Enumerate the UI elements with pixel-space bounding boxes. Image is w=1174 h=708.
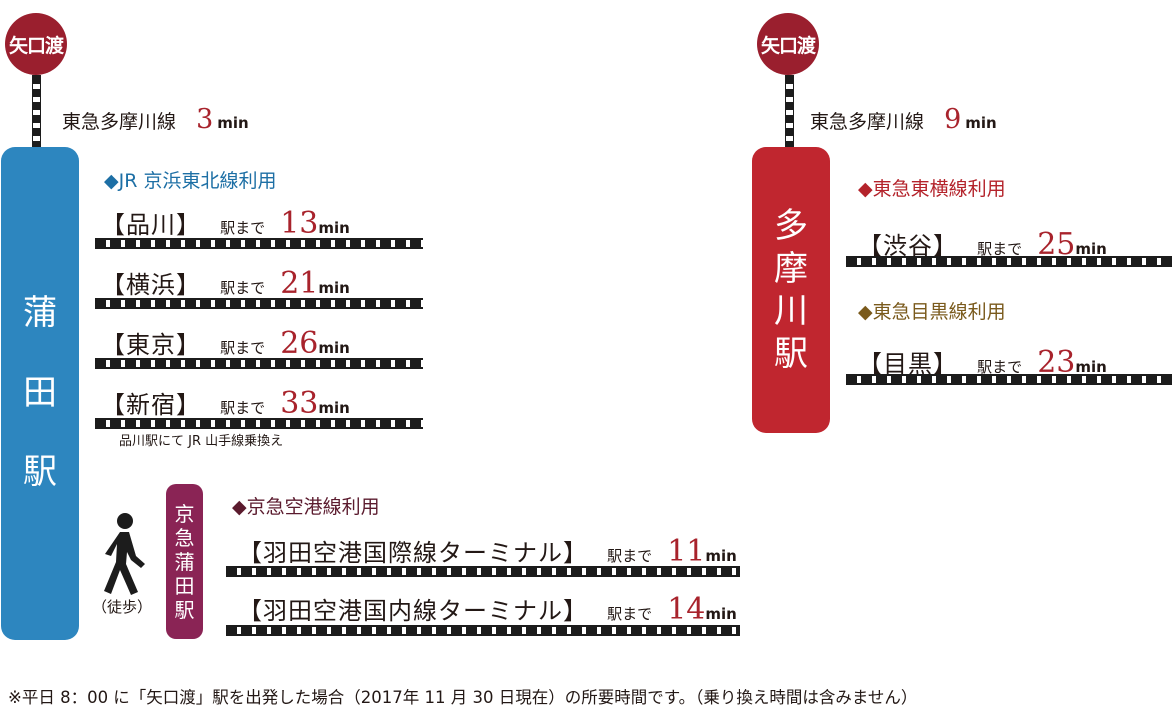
to-label: 駅まで	[220, 339, 266, 357]
origin-line-unit: min	[965, 114, 997, 132]
destination-label: 【東京】	[101, 331, 201, 359]
time-unit: min	[318, 339, 350, 357]
destination-label: 【品川】	[101, 211, 201, 239]
track-line	[95, 238, 423, 249]
to-label: 駅まで	[607, 547, 653, 565]
travel-time: 21	[280, 266, 319, 301]
track-line	[226, 566, 740, 577]
origin-badge-left: 矢口渡	[5, 13, 67, 75]
travel-time: 26	[280, 326, 319, 361]
time-unit: min	[1075, 358, 1107, 376]
destination-label: 【目黒】	[858, 350, 958, 378]
origin-badge-right-text: 矢口渡	[760, 34, 816, 57]
keikyu-airport-heading: ◆京急空港線利用	[232, 496, 380, 518]
time-unit: min	[318, 279, 350, 297]
keikyu-station-char: 駅	[174, 597, 195, 622]
route-row: 【羽田空港国際線ターミナル】 駅まで 11min	[238, 533, 737, 569]
keikyu-station-char: 急	[174, 525, 195, 550]
travel-time: 33	[280, 386, 319, 421]
origin-badge-right: 矢口渡	[757, 13, 819, 75]
travel-time: 13	[280, 206, 319, 241]
travel-time: 11	[667, 534, 706, 569]
to-label: 駅まで	[977, 240, 1023, 258]
time-unit: min	[705, 605, 737, 623]
to-label: 駅まで	[220, 399, 266, 417]
meguro-heading: ◆東急目黒線利用	[858, 301, 1006, 323]
to-label: 駅まで	[977, 358, 1023, 376]
keikyu-station-char: 京	[174, 501, 195, 526]
to-label: 駅まで	[220, 219, 266, 237]
transfer-note: 品川駅にて JR 山手線乗換え	[119, 434, 284, 449]
origin-line-time: 9	[944, 104, 962, 135]
route-row: 【目黒】 駅まで 23min	[858, 344, 1107, 380]
time-unit: min	[318, 399, 350, 417]
route-row: 【新宿】 駅まで 33min	[101, 385, 350, 421]
origin-line-stem-right	[785, 75, 794, 147]
to-label: 駅まで	[220, 279, 266, 297]
track-line	[95, 358, 423, 369]
route-row: 【品川】 駅まで 13min	[101, 205, 350, 241]
travel-time: 14	[667, 592, 706, 627]
route-row: 【羽田空港国内線ターミナル】 駅まで 14min	[238, 591, 737, 627]
walking-person-icon	[104, 513, 145, 595]
destination-label: 【横浜】	[101, 271, 201, 299]
keikyu-station-char: 田	[174, 573, 195, 598]
keikyu-station-char: 蒲	[174, 549, 195, 574]
kamata-station-char: 蒲	[23, 292, 57, 333]
kamata-station-char: 駅	[23, 452, 57, 493]
destination-label: 【羽田空港国内線ターミナル】	[238, 597, 588, 625]
toyoko-heading: ◆東急東横線利用	[858, 178, 1006, 200]
route-row: 【東京】 駅まで 26min	[101, 325, 350, 361]
footnote: ※平日 8：00 に「矢口渡」駅を出発した場合（2017年 11 月 30 日現…	[8, 688, 918, 707]
origin-line-name: 東急多摩川線	[62, 111, 177, 133]
origin-line-stem-left	[32, 75, 41, 147]
time-unit: min	[1075, 240, 1107, 258]
origin-line-name: 東急多摩川線	[810, 111, 925, 133]
time-unit: min	[318, 219, 350, 237]
origin-line-unit: min	[217, 114, 249, 132]
kamata-station-bar: 蒲 田 駅	[1, 147, 79, 640]
jr-keihin-tohoku-heading: ◆JR 京浜東北線利用	[104, 170, 277, 192]
tamagawa-station-char: 摩	[774, 248, 808, 289]
destination-label: 【新宿】	[101, 391, 201, 419]
origin-badge-left-text: 矢口渡	[8, 34, 64, 57]
tamagawa-station-bar: 多 摩 川 駅	[752, 147, 830, 433]
track-line	[846, 256, 1172, 267]
kamata-station-char: 田	[23, 372, 57, 413]
track-line	[95, 418, 423, 429]
walk-label: （徒歩）	[92, 598, 153, 616]
time-unit: min	[705, 547, 737, 565]
tamagawa-station-char: 多	[774, 206, 808, 246]
keikyu-kamata-station-bar: 京 急 蒲 田 駅	[166, 484, 203, 639]
to-label: 駅まで	[607, 605, 653, 623]
route-row: 【横浜】 駅まで 21min	[101, 265, 350, 301]
tamagawa-station-char: 川	[774, 291, 808, 331]
tamagawa-station-char: 駅	[774, 333, 808, 374]
track-line	[846, 374, 1172, 385]
destination-label: 【渋谷】	[858, 232, 958, 260]
track-line	[95, 298, 423, 309]
origin-line-time: 3	[196, 104, 214, 135]
destination-label: 【羽田空港国際線ターミナル】	[238, 539, 588, 567]
track-line	[226, 625, 740, 636]
